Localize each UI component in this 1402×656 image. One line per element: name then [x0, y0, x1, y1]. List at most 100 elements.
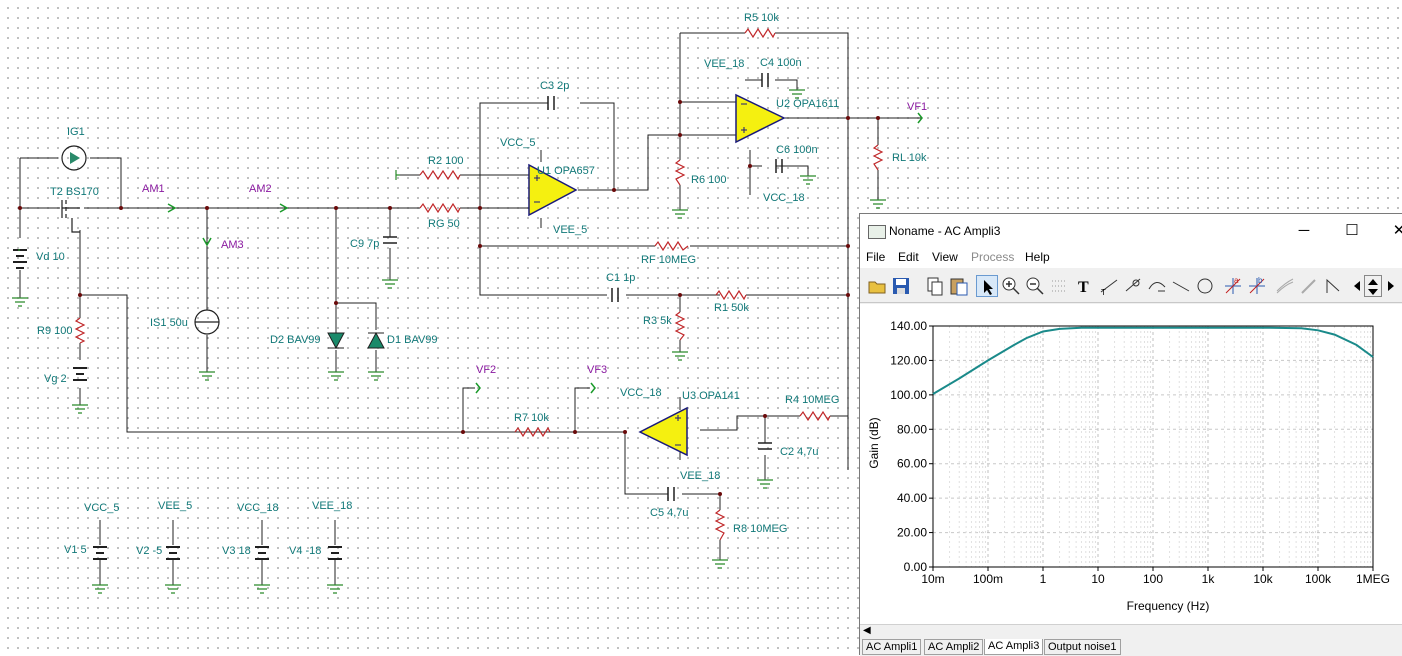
gain-curve — [932, 326, 1374, 395]
label-t2: T2 BS170 — [50, 186, 99, 198]
label-pvcc18: VCC_18 — [237, 502, 279, 514]
label-am2: AM2 — [249, 183, 272, 195]
circle-icon[interactable] — [1194, 275, 1216, 297]
grid-icon[interactable] — [1048, 275, 1070, 297]
x-tick-label: 100k — [1305, 572, 1332, 586]
label-c2: C2 4,7u — [780, 446, 819, 458]
label-v3: V3 18 — [222, 545, 251, 557]
label-u3: U3 OPA141 — [682, 390, 740, 402]
label-c4: C4 100n — [760, 57, 802, 69]
tab-ac-ampli3[interactable]: AC Ampli3 — [984, 639, 1044, 655]
tab-ac-ampli2[interactable]: AC Ampli2 — [924, 639, 984, 655]
label-d1: D1 BAV99 — [387, 334, 438, 346]
pointer-icon[interactable] — [976, 275, 998, 297]
label-r9: R9 100 — [37, 325, 73, 337]
text-tool-icon[interactable]: T — [1074, 275, 1096, 297]
toolbar: T T a b — [860, 270, 1402, 303]
x-tick-label: 10k — [1253, 572, 1273, 586]
line-icon[interactable] — [1170, 275, 1192, 297]
svg-text:T: T — [1078, 279, 1089, 296]
marker-icon[interactable] — [1122, 275, 1144, 297]
zoom-in-icon[interactable] — [1000, 275, 1022, 297]
svg-text:a: a — [1234, 276, 1239, 285]
label-vcc18b: VCC_18 — [620, 387, 662, 399]
y-tick-label: 60.00 — [897, 457, 927, 471]
label-pvee5: VEE_5 — [158, 500, 193, 512]
maximize-button[interactable]: ☐ — [1345, 222, 1359, 239]
up-down-arrow-icon[interactable] — [1364, 275, 1382, 297]
title-bar[interactable]: Noname - AC Ampli3 ─ ☐ ✕ — [860, 214, 1402, 248]
cursor-b-icon[interactable]: b — [1246, 275, 1268, 297]
label-r6: R6 100 — [691, 174, 727, 186]
label-vf3: VF3 — [587, 364, 608, 376]
label-v1: V1 5 — [64, 544, 87, 556]
open-folder-icon[interactable] — [866, 275, 888, 297]
label-r4: R4 10MEG — [785, 394, 840, 406]
ac-analysis-window[interactable]: Noname - AC Ampli3 ─ ☐ ✕ File Edit View … — [859, 213, 1402, 656]
label-rg: RG 50 — [428, 218, 460, 230]
x-tick-label: 1k — [1202, 572, 1216, 586]
curve-label-icon[interactable]: T — [1098, 275, 1120, 297]
label-vcc5: VCC_5 — [500, 137, 536, 149]
menu-edit[interactable]: Edit — [898, 250, 919, 264]
menu-file[interactable]: File — [866, 250, 886, 264]
window-title: Noname - AC Ampli3 — [889, 224, 1001, 238]
corner-icon[interactable] — [1322, 275, 1344, 297]
copy-icon[interactable] — [924, 275, 946, 297]
x-axis-label: Frequency (Hz) — [1127, 599, 1210, 613]
minimize-button[interactable]: ─ — [1298, 222, 1310, 239]
x-tick-label: 10m — [921, 572, 944, 586]
tab-output-noise1[interactable]: Output noise1 — [1044, 639, 1121, 655]
svg-text:T: T — [1101, 288, 1106, 297]
label-pvcc5: VCC_5 — [84, 502, 120, 514]
label-is1: IS1 50u — [150, 317, 188, 329]
y-tick-label: 0.00 — [904, 560, 928, 574]
x-tick-label: 100m — [973, 572, 1003, 586]
save-icon[interactable] — [890, 275, 912, 297]
paste-icon[interactable] — [948, 275, 970, 297]
label-rl: RL 10k — [892, 152, 927, 164]
menu-bar: File Edit View Process Help — [860, 248, 1402, 268]
menu-view[interactable]: View — [932, 250, 958, 264]
menu-help[interactable]: Help — [1025, 250, 1050, 264]
label-c6: C6 100n — [776, 144, 818, 156]
label-vcc18a: VCC_18 — [763, 192, 805, 204]
step-icon[interactable] — [1146, 275, 1168, 297]
y-axis-label: Gain (dB) — [867, 417, 881, 468]
x-tick-label: 1MEG — [1356, 572, 1390, 586]
label-v2: V2 -5 — [136, 545, 163, 557]
svg-text:b: b — [1258, 276, 1263, 285]
label-vee18b: VEE_18 — [680, 470, 721, 482]
label-r3: R3 5k — [643, 315, 672, 327]
y-tick-label: 140.00 — [890, 319, 927, 333]
y-tick-label: 120.00 — [890, 353, 927, 367]
close-button[interactable]: ✕ — [1392, 222, 1402, 239]
menu-process[interactable]: Process — [971, 250, 1015, 264]
gain-chart: 0.0020.0040.0060.0080.00100.00120.00140.… — [867, 319, 1390, 613]
wave-icon[interactable] — [1274, 275, 1296, 297]
label-r5: R5 10k — [744, 12, 779, 24]
label-r8: R8 10MEG — [733, 523, 788, 535]
y-tick-label: 100.00 — [890, 388, 927, 402]
cursor-a-icon[interactable]: a — [1222, 275, 1244, 297]
label-c5: C5 4,7u — [650, 507, 689, 519]
horizontal-scrollbar[interactable]: ◀ — [860, 624, 1402, 639]
pen-icon[interactable] — [1298, 275, 1320, 297]
label-v4: V4 -18 — [289, 545, 322, 557]
label-vf1: VF1 — [907, 101, 928, 113]
label-am3: AM3 — [221, 239, 244, 251]
x-tick-label: 100 — [1143, 572, 1163, 586]
label-vee18a: VEE_18 — [704, 58, 745, 70]
right-arrow-icon[interactable] — [1384, 275, 1398, 297]
tab-ac-ampli1[interactable]: AC Ampli1 — [862, 639, 922, 655]
label-r7: R7 10k — [514, 412, 549, 424]
zoom-out-icon[interactable] — [1024, 275, 1046, 297]
left-arrow-icon[interactable] — [1350, 275, 1364, 297]
label-vee5: VEE_5 — [553, 224, 588, 236]
scroll-left-icon[interactable]: ◀ — [863, 625, 871, 636]
label-vg: Vg 2 — [44, 373, 67, 385]
label-c3: C3 2p — [540, 80, 570, 92]
label-ig1: IG1 — [67, 126, 85, 138]
x-tick-label: 1 — [1040, 572, 1047, 586]
